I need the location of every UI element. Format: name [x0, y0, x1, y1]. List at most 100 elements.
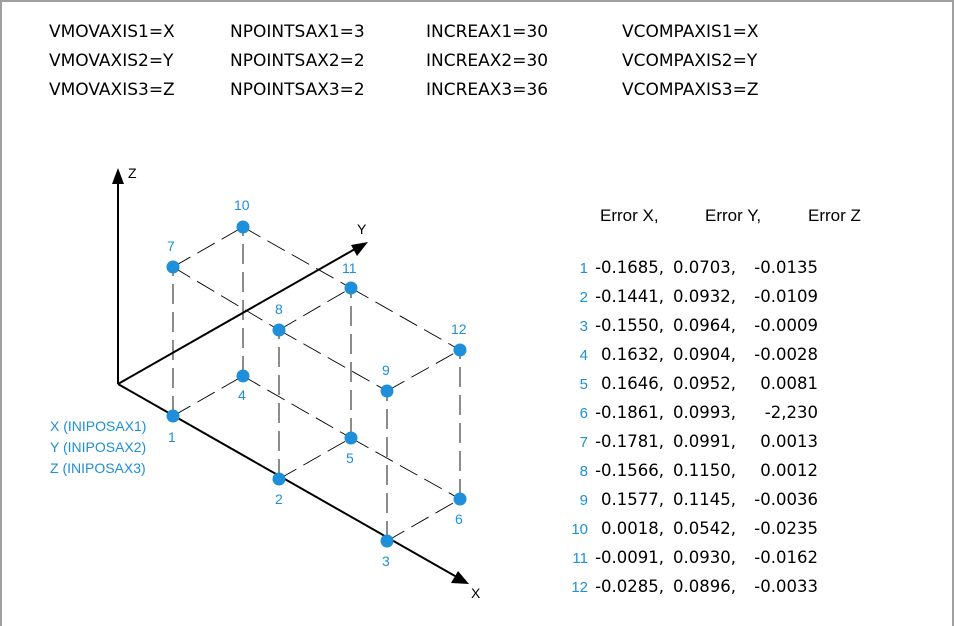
error-row: 12 -0.0285, 0.0896, -0.0033	[560, 572, 818, 601]
error-y-value: 0.0930,	[673, 548, 736, 567]
dashed-grid-lines	[172, 226, 461, 542]
error-row-index: 8	[579, 463, 588, 480]
param-row-axis2: VMOVAXIS2=Y NPOINTSAX2=2 INCREAX2=30 VCO…	[49, 47, 822, 76]
error-y-value: 0.0932,	[673, 287, 736, 306]
point-3	[380, 534, 394, 548]
error-row: 2-0.1441,0.0932,-0.0109	[560, 282, 818, 311]
error-row-index: 6	[579, 405, 588, 422]
error-z-value: -2,230	[764, 403, 818, 422]
error-y-value: 0.0993,	[673, 403, 736, 422]
param-increax1: INCREAX1=30	[426, 22, 549, 42]
error-table-header: Error X, Error Y, Error Z	[600, 206, 861, 226]
origin-label-z: Z (INIPOSAX3)	[50, 460, 146, 476]
y-axis-label: Y	[357, 221, 367, 237]
axis-lines	[112, 168, 469, 584]
error-z-value: 0.0012	[760, 461, 818, 480]
point-1	[166, 409, 180, 423]
error-row-index: 9	[579, 492, 588, 509]
point-labels: 1 2 3 4 5 6 7 8 9 10 11 12	[167, 197, 467, 569]
param-vmovaxis3: VMOVAXIS3=Z	[49, 80, 175, 100]
param-increax2: INCREAX2=30	[426, 51, 549, 71]
point-label-1: 1	[168, 429, 176, 445]
origin-label-y: Y (INIPOSAX2)	[50, 439, 146, 455]
param-vmovaxis2: VMOVAXIS2=Y	[49, 51, 174, 71]
error-x-value: -0.1685,	[595, 258, 664, 277]
point-12	[453, 343, 467, 357]
error-row: 6 -0.1861, 0.0993, -2,230	[560, 398, 818, 427]
x-axis-arrowhead	[451, 571, 469, 584]
parameter-block: VMOVAXIS1=X NPOINTSAX1=3 INCREAX1=30 VCO…	[49, 18, 822, 105]
error-x-value: -0.1781,	[595, 432, 664, 451]
error-z-value: -0.0109	[754, 287, 818, 306]
error-row-index: 12	[571, 579, 588, 596]
point-11	[344, 281, 358, 295]
y-axis-line	[117, 248, 356, 385]
point-5	[344, 431, 358, 445]
x-axis-label: X	[471, 585, 481, 601]
param-vcompaxis1: VCOMPAXIS1=X	[622, 22, 759, 42]
error-x-value: -0.1441,	[595, 287, 664, 306]
point-10	[236, 220, 250, 234]
error-x-value: -0.0285,	[595, 577, 664, 596]
param-increax3: INCREAX3=36	[426, 80, 549, 100]
error-row: 8 -0.1566, 0.1150, 0.0012	[560, 456, 818, 485]
error-row-index: 5	[579, 376, 588, 393]
param-row-axis3: VMOVAXIS3=Z NPOINTSAX3=2 INCREAX3=36 VCO…	[49, 76, 822, 105]
error-x-value: -0.1550,	[595, 316, 664, 335]
error-row-index: 10	[571, 521, 588, 538]
error-y-value: 0.0952,	[673, 374, 736, 393]
error-row-index: 4	[579, 347, 588, 364]
point-9	[380, 384, 394, 398]
error-x-value: 0.1577,	[601, 490, 664, 509]
error-y-value: 0.0991,	[673, 432, 736, 451]
point-label-4: 4	[238, 387, 246, 403]
error-y-value: 0.0904,	[673, 345, 736, 364]
point-label-3: 3	[382, 553, 390, 569]
param-vcompaxis3: VCOMPAXIS3=Z	[622, 80, 759, 100]
point-6	[453, 492, 467, 506]
error-x-value: 0.0018,	[601, 519, 664, 538]
z-axis-label: Z	[128, 165, 137, 181]
error-z-value: -0.0036	[754, 490, 818, 509]
point-label-11: 11	[342, 260, 357, 276]
error-row-index: 11	[572, 550, 588, 567]
error-x-value: -0.1566,	[595, 461, 664, 480]
header-error-x: Error X,	[600, 206, 659, 225]
error-z-value: -0.0235	[754, 519, 818, 538]
error-y-value: 0.1145,	[673, 490, 736, 509]
error-x-value: -0.0091,	[595, 548, 664, 567]
param-npointsax1: NPOINTSAX1=3	[230, 22, 365, 42]
origin-label-x: X (INIPOSAX1)	[50, 418, 146, 434]
error-z-value: 0.0013	[760, 432, 818, 451]
error-row: 9 0.1577, 0.1145, -0.0036	[560, 485, 818, 514]
origin-labels: X (INIPOSAX1) Y (INIPOSAX2) Z (INIPOSAX3…	[50, 418, 146, 476]
point-label-10: 10	[234, 197, 250, 213]
error-y-value: 0.0896,	[673, 577, 736, 596]
point-label-9: 9	[382, 362, 390, 378]
error-y-value: 0.0964,	[673, 316, 736, 335]
header-error-y: Error Y,	[705, 206, 762, 225]
point-8	[272, 323, 286, 337]
error-row: 3-0.1550,0.0964,-0.0009	[560, 311, 818, 340]
point-label-2: 2	[275, 491, 283, 507]
point-label-12: 12	[451, 321, 467, 337]
param-vcompaxis2: VCOMPAXIS2=Y	[622, 51, 758, 71]
point-7	[166, 260, 180, 274]
error-x-value: -0.1861,	[595, 403, 664, 422]
z-axis-arrowhead	[112, 168, 124, 184]
error-y-value: 0.0703,	[673, 258, 736, 277]
param-npointsax2: NPOINTSAX2=2	[230, 51, 365, 71]
param-npointsax3: NPOINTSAX3=2	[230, 80, 365, 100]
error-x-value: 0.1646,	[601, 374, 664, 393]
error-y-value: 0.1150,	[673, 461, 736, 480]
point-4	[236, 369, 250, 383]
param-row-axis1: VMOVAXIS1=X NPOINTSAX1=3 INCREAX1=30 VCO…	[49, 18, 822, 47]
error-row-index: 7	[579, 434, 588, 451]
error-z-value: -0.0033	[754, 577, 818, 596]
measurement-points	[166, 220, 467, 548]
error-z-value: -0.0009	[754, 316, 818, 335]
header-error-z: Error Z	[808, 206, 861, 225]
